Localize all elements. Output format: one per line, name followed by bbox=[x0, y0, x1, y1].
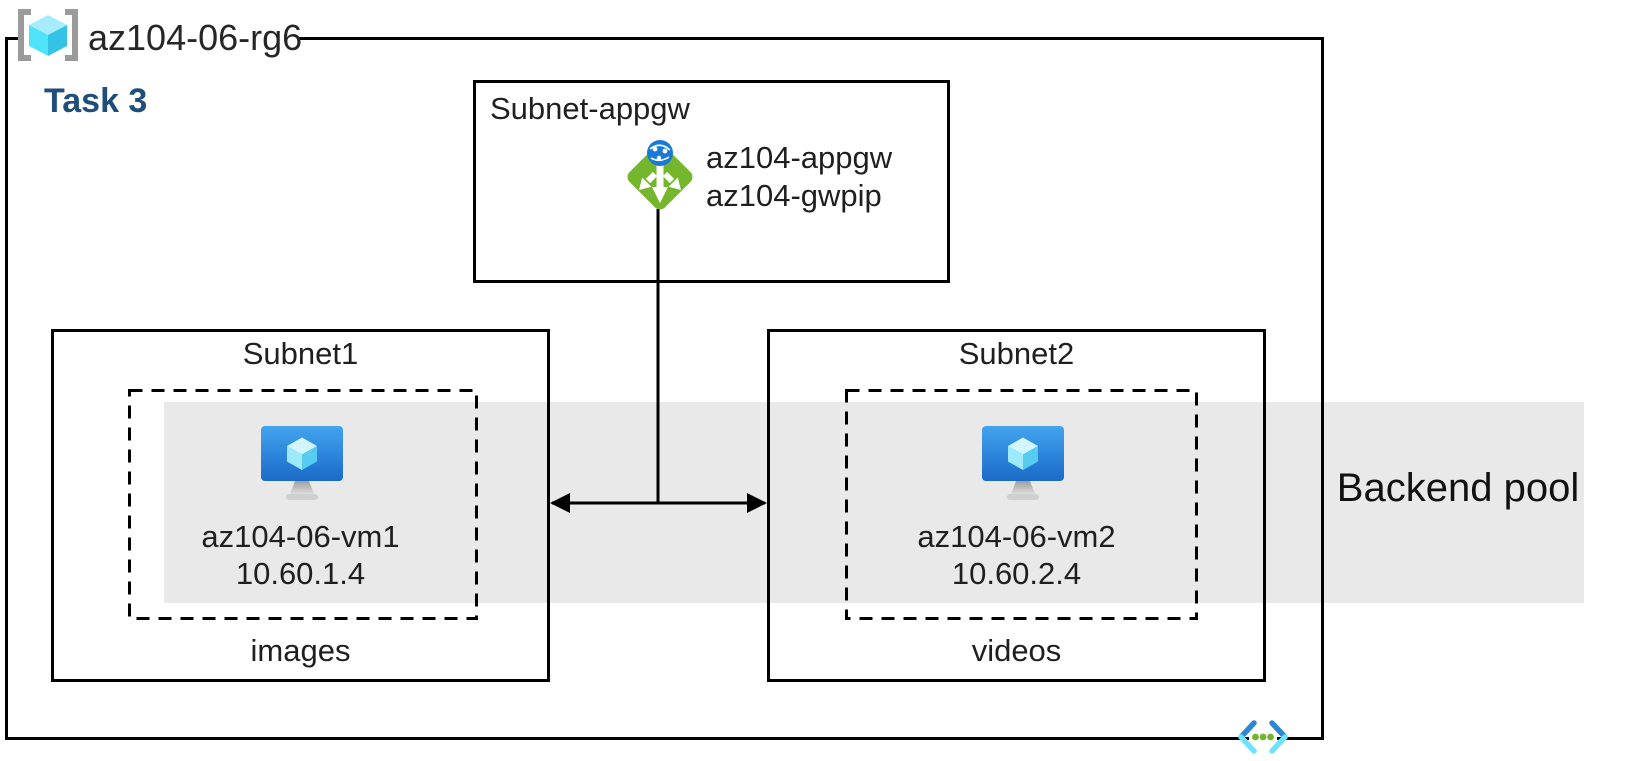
vm-cube-left bbox=[1008, 446, 1023, 470]
cube-right-face bbox=[48, 25, 67, 56]
globe-dot bbox=[656, 155, 662, 161]
vnet-dot bbox=[1259, 733, 1267, 741]
vm-base bbox=[286, 494, 318, 500]
vnet-chevron-left-bottom bbox=[1238, 734, 1257, 754]
task-label: Task 3 bbox=[44, 82, 148, 120]
vnet-chevron-right-bottom bbox=[1269, 734, 1288, 754]
appgw-arrow-right-shaft bbox=[662, 171, 675, 184]
vnet-chevron-left-top bbox=[1238, 720, 1257, 740]
vm-cube-left bbox=[287, 446, 302, 470]
resource-group-name: az104-06-rg6 bbox=[88, 17, 303, 58]
appgw-arrow-right-head bbox=[668, 177, 681, 190]
vm-stand bbox=[290, 481, 314, 494]
subnet1-dashed-group bbox=[128, 389, 478, 620]
backend-pool-label: Backend pool bbox=[1336, 466, 1580, 510]
vm2-labels: az104-06-vm2 10.60.2.4 bbox=[770, 518, 1263, 592]
subnet2-content-label: videos bbox=[971, 633, 1062, 668]
vm-cube-right bbox=[1023, 446, 1038, 470]
appgw-arrow-left-head bbox=[639, 177, 652, 190]
vm1-name: az104-06-vm1 bbox=[201, 519, 400, 554]
appgw-arrow-down-head bbox=[652, 187, 668, 203]
cube-left-face bbox=[29, 25, 48, 56]
globe-dot bbox=[652, 146, 658, 152]
bracket-left bbox=[18, 9, 31, 61]
resource-group-border-segment bbox=[5, 37, 18, 40]
bracket-right bbox=[65, 9, 78, 61]
application-gateway-icon bbox=[627, 140, 693, 210]
globe-arc bbox=[650, 156, 670, 162]
subnet2-box: Subnet2 az104-06-vm2 10.60.2.4 vi bbox=[767, 329, 1266, 682]
appgw-globe bbox=[647, 140, 673, 166]
globe-dot bbox=[662, 148, 668, 154]
vm-cube-right bbox=[302, 446, 317, 470]
virtual-network-icon bbox=[1238, 720, 1288, 754]
resource-group-box bbox=[5, 37, 1324, 740]
vnet-dot bbox=[1252, 733, 1259, 741]
vm-base bbox=[1007, 494, 1039, 500]
vm1-labels: az104-06-vm1 10.60.1.4 bbox=[54, 518, 547, 592]
vm1-ip: 10.60.1.4 bbox=[235, 556, 366, 591]
backend-pool-band bbox=[164, 402, 1584, 603]
subnet1-title: Subnet1 bbox=[242, 336, 359, 371]
subnet2-dashed-group bbox=[845, 389, 1198, 620]
globe-arc bbox=[649, 144, 671, 151]
appgw-name: az104-appgw bbox=[706, 140, 893, 175]
resource-group-icon bbox=[18, 9, 78, 61]
subnet-appgw-box: Subnet-appgw bbox=[473, 80, 950, 283]
subnet1-box: Subnet1 az104-06-vm1 10.60.1.4 im bbox=[51, 329, 550, 682]
subnet2-title: Subnet2 bbox=[958, 336, 1075, 371]
virtual-machine-icon bbox=[261, 426, 343, 500]
vnet-chevron-right-top bbox=[1269, 720, 1288, 740]
subnet1-content-label: images bbox=[250, 633, 351, 668]
vnet-dot bbox=[1267, 733, 1274, 741]
vm-stand bbox=[1011, 481, 1035, 494]
appgw-arrow-left-shaft bbox=[645, 171, 658, 184]
subnet-appgw-title: Subnet-appgw bbox=[490, 91, 690, 126]
resource-group-border-segment bbox=[299, 37, 1324, 40]
appgw-labels: az104-appgw az104-gwpip bbox=[706, 139, 892, 215]
vm2-name: az104-06-vm2 bbox=[917, 519, 1116, 554]
vm2-ip: 10.60.2.4 bbox=[951, 556, 1082, 591]
virtual-machine-icon bbox=[982, 426, 1064, 500]
appgw-public-ip-name: az104-gwpip bbox=[706, 178, 882, 213]
